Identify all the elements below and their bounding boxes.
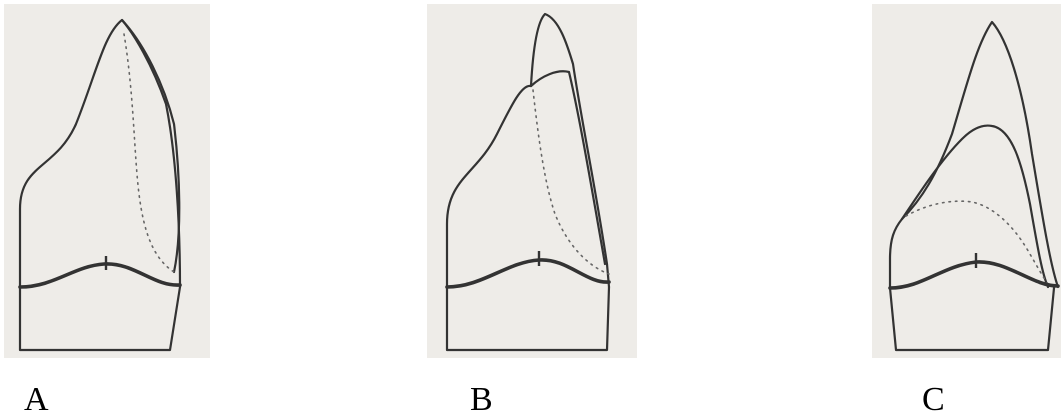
root-box (890, 288, 1054, 350)
crown-outline (890, 22, 1058, 287)
crown-outline (20, 20, 180, 287)
figure-a-drawing (4, 4, 210, 358)
figure-c-panel (872, 4, 1061, 358)
gum-line (447, 260, 609, 287)
figure-b-drawing (427, 4, 637, 358)
gum-line (20, 264, 180, 287)
dotted-guide (124, 34, 174, 272)
root-box (447, 287, 609, 350)
root-box (20, 287, 180, 350)
inner-cusp (531, 71, 605, 264)
figure-c-drawing (872, 4, 1061, 358)
figure-label-c: C (922, 383, 945, 417)
inner-wall (122, 20, 179, 272)
gum-line (890, 262, 1058, 288)
dotted-guide (906, 201, 1050, 287)
figure-a-panel (4, 4, 210, 358)
figure-b-panel (427, 4, 637, 358)
dotted-guide (533, 90, 609, 274)
figure-label-b: B (470, 383, 493, 417)
figure-label-a: A (24, 383, 49, 417)
